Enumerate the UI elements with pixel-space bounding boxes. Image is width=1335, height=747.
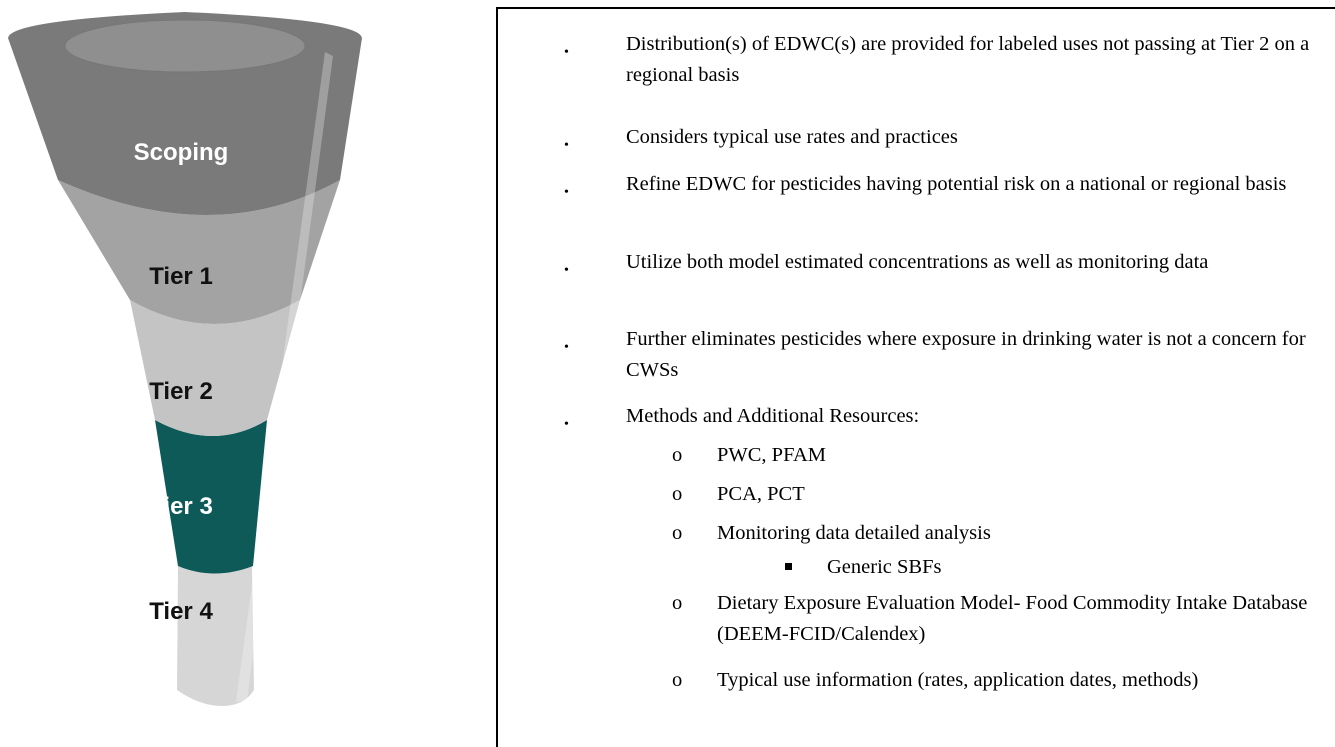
bullet-marker: • [564, 417, 569, 432]
bullet-item: Utilize both model estimated concentrati… [626, 251, 1209, 273]
tier-description-panel: • Distribution(s) of EDWC(s) are provide… [496, 7, 1335, 747]
sub-bullet-marker: o [672, 444, 683, 466]
tier-label-tier-4: Tier 4 [149, 598, 213, 625]
method-item: Monitoring data detailed analysis [717, 522, 991, 544]
sub-bullet-marker: o [672, 592, 683, 614]
tier-label-scoping: Scoping [134, 139, 229, 166]
tier-label-tier-3: Tier 3 [149, 493, 213, 520]
square-bullet-marker [785, 563, 792, 570]
method-item: PWC, PFAM [717, 444, 826, 466]
bullet-item: Distribution(s) of EDWC(s) are provided … [626, 33, 1310, 86]
tier-label-tier-2: Tier 2 [149, 378, 213, 405]
funnel-segment-tier-3 [155, 420, 267, 574]
bullet-marker: • [564, 340, 569, 355]
funnel-segment-tier-4 [177, 566, 254, 706]
funnel-segment-tier-1 [58, 180, 340, 324]
sub-bullet-marker: o [672, 483, 683, 505]
bullet-marker: • [564, 138, 569, 153]
monitoring-sub-item: Generic SBFs [827, 556, 942, 578]
bullet-marker: • [564, 263, 569, 278]
bullet-item: Considers typical use rates and practice… [626, 126, 958, 148]
bullet-item: Refine EDWC for pesticides having potent… [626, 173, 1287, 195]
method-item: PCA, PCT [717, 483, 805, 505]
bullet-marker: • [564, 45, 569, 60]
funnel-top-opening [65, 20, 305, 72]
tier-funnel-diagram: Scoping Tier 1 Tier 2 Tier 3 Tier 4 [8, 12, 362, 706]
method-item: Typical use information (rates, applicat… [717, 669, 1199, 691]
funnel-highlight [236, 52, 333, 702]
sub-bullet-marker: o [672, 522, 683, 544]
funnel-segment-tier-2 [130, 300, 300, 436]
method-item: Dietary Exposure Evaluation Model- Food … [717, 592, 1308, 645]
tier-label-tier-1: Tier 1 [149, 263, 213, 290]
sub-bullet-marker: o [672, 669, 683, 691]
bullet-marker: • [564, 185, 569, 200]
bullet-item: Methods and Additional Resources: [626, 405, 920, 427]
bullet-item: Further eliminates pesticides where expo… [626, 328, 1306, 381]
